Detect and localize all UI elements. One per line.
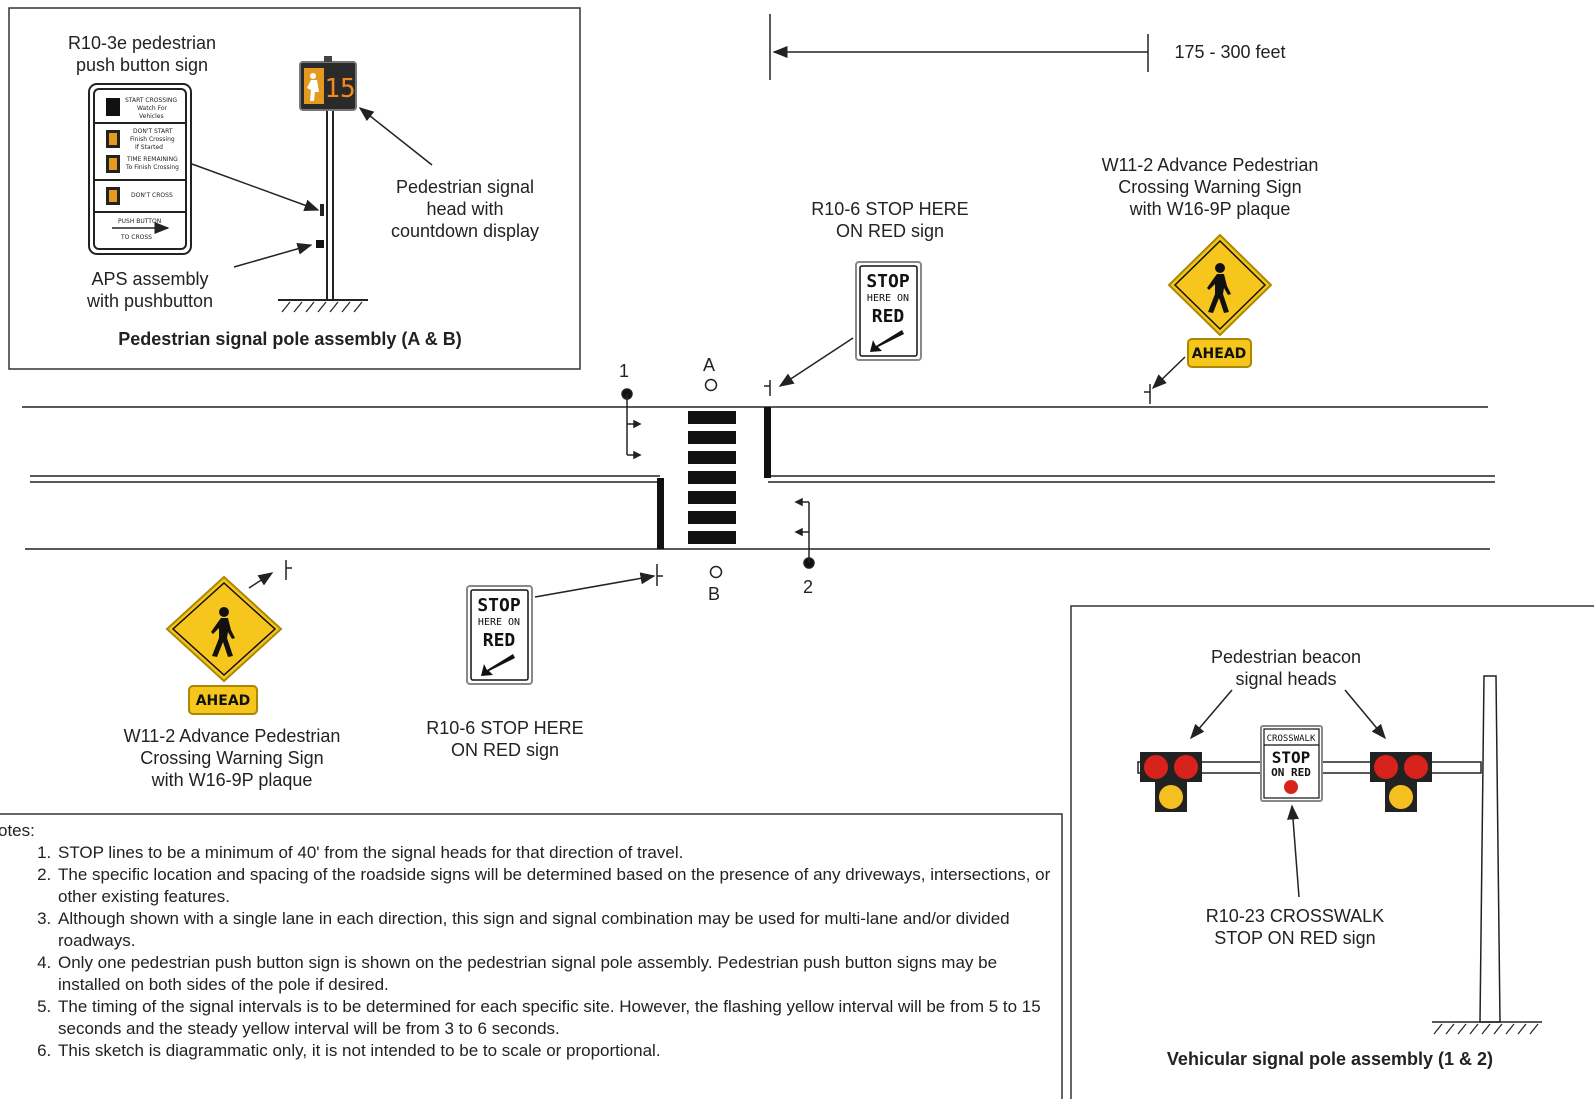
upper-sign-red-text: RED bbox=[872, 306, 905, 327]
signal-head-leader bbox=[358, 107, 433, 166]
beacon-leader-right bbox=[1344, 689, 1386, 740]
dimension-label: 175 - 300 feet bbox=[1174, 42, 1286, 62]
svg-text:TO CROSS: TO CROSS bbox=[120, 234, 152, 241]
beacon-leader-left bbox=[1190, 689, 1233, 740]
r10-23-crosswalk-sign bbox=[1260, 725, 1323, 802]
dimension-line bbox=[769, 14, 1149, 80]
pushbutton-sign-tiny-text: START CROSSING Watch For Vehicles DON'T … bbox=[118, 97, 179, 241]
countdown-display: 15 bbox=[324, 74, 355, 104]
upper-sign-hereon-text: HERE ON bbox=[867, 293, 909, 304]
svg-text:PUSH BUTTON: PUSH BUTTON bbox=[118, 218, 161, 225]
roadway bbox=[22, 406, 1495, 550]
lower-sign-hereon-text: HERE ON bbox=[478, 617, 520, 628]
point-a-label: A bbox=[703, 355, 716, 375]
r10-23-stop-text: STOP bbox=[1272, 748, 1311, 767]
upper-ped-warning-sign bbox=[1167, 233, 1273, 368]
notes-heading: otes: bbox=[0, 821, 35, 840]
stop-line-westbound bbox=[764, 407, 771, 478]
svg-text:Finish Crossing: Finish Crossing bbox=[130, 136, 175, 143]
ped-assembly-inset-frame bbox=[8, 7, 581, 370]
beacon-head-right bbox=[1370, 752, 1432, 812]
note-item: Although shown with a single lane in eac… bbox=[56, 908, 1058, 952]
beacon-head-left bbox=[1140, 752, 1202, 812]
notes-box bbox=[0, 813, 1063, 1099]
r10-23-onred-text: ON RED bbox=[1271, 766, 1311, 779]
pushbutton-leader bbox=[191, 163, 320, 212]
countdown-signal-head bbox=[299, 56, 357, 111]
veh-pole-ground-hatch bbox=[1433, 1023, 1539, 1035]
svg-text:Watch For: Watch For bbox=[137, 105, 167, 112]
veh-pole-mast bbox=[1137, 675, 1542, 1023]
lower-ahead-plaque-text: AHEAD bbox=[196, 693, 251, 709]
lower-stop-leader bbox=[534, 572, 656, 598]
svg-text:To Finish Crossing: To Finish Crossing bbox=[125, 164, 179, 171]
stop-line-eastbound bbox=[657, 478, 664, 549]
note-item: The specific location and spacing of the… bbox=[56, 864, 1058, 908]
svg-text:DON'T CROSS: DON'T CROSS bbox=[131, 192, 173, 199]
note-item: STOP lines to be a minimum of 40' from t… bbox=[56, 842, 1058, 864]
r10-23-leader bbox=[1287, 804, 1300, 898]
note-item: This sketch is diagrammatic only, it is … bbox=[56, 1040, 1058, 1062]
svg-text:TIME REMAINING: TIME REMAINING bbox=[126, 156, 178, 163]
svg-text:Vehicles: Vehicles bbox=[139, 113, 164, 120]
r10-23-crosswalk-text: CROSSWALK bbox=[1267, 734, 1316, 744]
point-b-label: B bbox=[708, 584, 721, 604]
pole-2-label: 2 bbox=[803, 577, 814, 597]
aps-leader bbox=[233, 242, 313, 268]
upper-stop-here-on-red-sign bbox=[855, 261, 922, 361]
upper-ahead-plaque-text: AHEAD bbox=[1192, 346, 1247, 362]
lower-sign-stop-text: STOP bbox=[477, 595, 521, 616]
ped-pole-b bbox=[709, 565, 723, 579]
svg-text:If Started: If Started bbox=[135, 144, 163, 151]
vehicle-signal-pole-1 bbox=[621, 388, 642, 460]
svg-text:DON'T START: DON'T START bbox=[133, 128, 173, 135]
upper-stop-leader bbox=[778, 337, 854, 387]
lower-stop-here-on-red-sign bbox=[466, 585, 533, 685]
note-item: The timing of the signal intervals is to… bbox=[56, 996, 1058, 1040]
note-item: Only one pedestrian push button sign is … bbox=[56, 952, 1058, 996]
lower-sign-red-text: RED bbox=[483, 630, 516, 651]
ped-pole-a bbox=[704, 378, 718, 392]
pushbutton-sign bbox=[88, 83, 192, 255]
lower-warning-leader bbox=[248, 572, 274, 589]
svg-text:START CROSSING: START CROSSING bbox=[125, 97, 177, 104]
upper-sign-stop-text: STOP bbox=[866, 271, 910, 292]
sign-post-markers bbox=[285, 380, 1151, 586]
notes-section: otes: STOP lines to be a minimum of 40' … bbox=[0, 820, 1058, 1062]
notes-list: STOP lines to be a minimum of 40' from t… bbox=[0, 842, 1058, 1062]
upper-warning-leader bbox=[1151, 356, 1186, 390]
pole-1-label: 1 bbox=[619, 361, 630, 381]
vehicle-signal-pole-2 bbox=[794, 497, 815, 569]
ped-signal-pole bbox=[278, 110, 368, 313]
veh-assembly-title: Vehicular signal pole assembly (1 & 2) bbox=[1166, 1049, 1494, 1069]
crosswalk-bars bbox=[688, 411, 736, 544]
lower-ped-warning-sign bbox=[165, 575, 283, 715]
ped-assembly-title: Pedestrian signal pole assembly (A & B) bbox=[118, 329, 462, 349]
veh-assembly-inset-frame bbox=[1070, 605, 1594, 1099]
